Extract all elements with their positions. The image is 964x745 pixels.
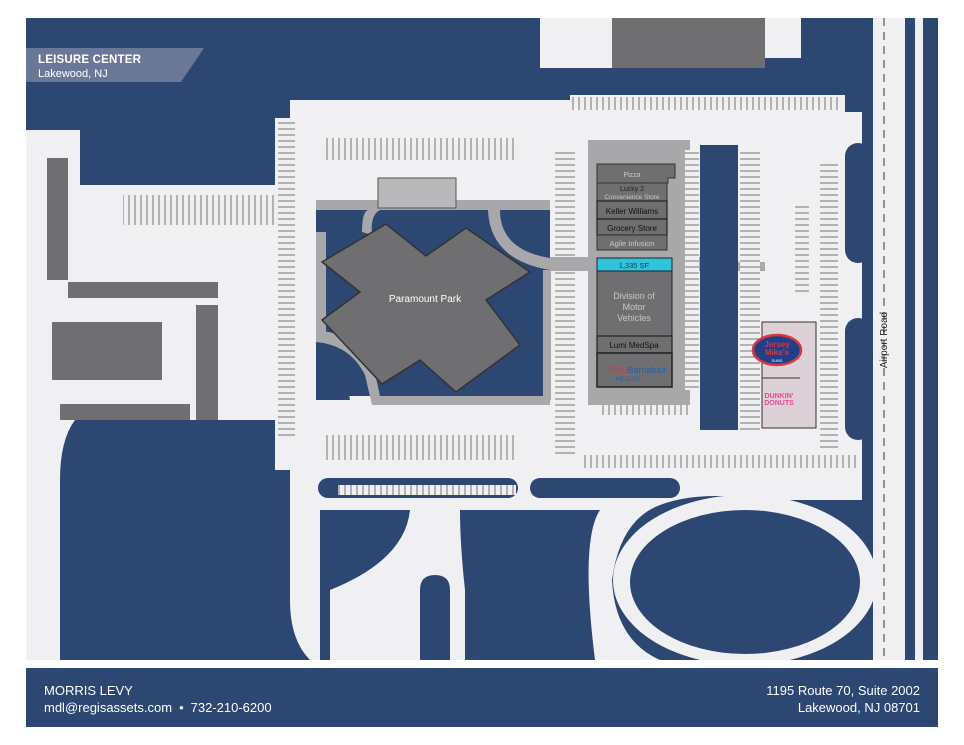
building <box>60 404 190 420</box>
svg-text:SUBS: SUBS <box>772 358 783 363</box>
store-label: Vehicles <box>617 313 651 323</box>
parking-row <box>325 435 515 460</box>
svg-text:DUNKIN': DUNKIN' <box>765 393 794 400</box>
parking-column <box>685 150 699 390</box>
walkway <box>543 270 551 400</box>
store-label: Lumi MedSpa <box>609 341 659 350</box>
dunkin-donuts-logo[interactable]: DUNKIN' DONUTS <box>764 393 794 407</box>
site-map: Paramount Park Pizza Lucky 2 Convenience… <box>26 18 938 660</box>
contact-line: mdl@regisassets.com • 732-210-6200 <box>44 700 272 715</box>
svg-text:DONUTS: DONUTS <box>764 400 794 407</box>
available-unit-label: 1,335 SF <box>619 261 650 270</box>
site-title: LEISURE CENTER <box>38 54 142 66</box>
navy-area <box>460 510 600 660</box>
address-line-1: 1195 Route 70, Suite 2002 <box>766 683 920 698</box>
left-road <box>26 420 75 660</box>
store-agile-infusion[interactable]: Agile Infusion <box>596 234 668 251</box>
parking-column <box>278 120 295 440</box>
contact-phone[interactable]: 732-210-6200 <box>190 700 272 715</box>
navy-area <box>70 425 275 660</box>
svg-text:Jersey: Jersey <box>764 340 790 349</box>
store-keller-williams[interactable]: Keller Williams <box>596 200 668 220</box>
rwj-logo-health: HEALTH <box>616 377 639 383</box>
available-unit[interactable]: 1,335 SF <box>596 257 673 272</box>
navy-island <box>530 478 680 498</box>
walkway <box>316 232 326 342</box>
contact-name: MORRIS LEVY <box>44 683 133 698</box>
store-label: Agile Infusion <box>609 239 654 248</box>
walkway <box>316 330 550 405</box>
address-line-2: Lakewood, NJ 08701 <box>797 700 920 715</box>
parking-column <box>740 150 760 430</box>
building <box>196 305 218 420</box>
road-median <box>905 18 915 660</box>
parking-column <box>820 160 838 450</box>
navy-island <box>316 365 350 400</box>
paramount-park-label: Paramount Park <box>389 294 462 305</box>
airport-road <box>873 18 905 660</box>
store-label: Motor <box>622 302 645 312</box>
airport-road-label: Airport Road <box>879 312 890 368</box>
store-label: Convenience Store <box>604 194 660 201</box>
paramount-park-building <box>320 223 532 393</box>
store-pizza[interactable]: Pizza <box>596 163 676 184</box>
store-label: Lucky 2 <box>620 186 644 193</box>
site-location: Lakewood, NJ <box>38 68 108 80</box>
building <box>68 282 218 298</box>
building <box>52 322 162 380</box>
parking-column <box>555 150 575 455</box>
store-label: Keller Williams <box>606 207 658 216</box>
svg-text:Mike's: Mike's <box>765 348 790 357</box>
store-rwj-barnabas[interactable]: RWJBarnabas HEALTH <box>596 352 673 388</box>
top-building <box>612 18 765 68</box>
parking-row <box>572 97 840 110</box>
jersey-mikes-logo[interactable]: Jersey Mike's SUBS <box>751 333 803 367</box>
navy-divider <box>700 145 738 430</box>
store-label: Grocery Store <box>607 224 657 233</box>
navy-island <box>845 318 871 440</box>
separator: • <box>179 700 184 715</box>
store-label: Division of <box>613 291 655 301</box>
navy-island <box>845 143 871 263</box>
parking-row <box>580 455 860 468</box>
top-lot-right <box>765 18 801 58</box>
store-lucky-2[interactable]: Lucky 2 Convenience Store <box>596 182 668 202</box>
title-banner <box>26 48 204 82</box>
road-shoulder <box>915 18 923 660</box>
parking-row <box>325 138 515 160</box>
store-grocery[interactable]: Grocery Store <box>596 218 668 236</box>
store-lumi-medspa[interactable]: Lumi MedSpa <box>596 335 673 354</box>
parking-row <box>123 195 275 225</box>
central-island <box>630 510 860 654</box>
parking-row <box>600 405 690 415</box>
store-dmv[interactable]: Division of Motor Vehicles <box>596 270 673 337</box>
navy-area <box>320 510 410 660</box>
rwj-logo: RWJBarnabas <box>608 365 666 375</box>
parking-row <box>338 485 516 495</box>
contact-email[interactable]: mdl@regisassets.com <box>44 700 173 715</box>
gray-building <box>377 177 457 209</box>
store-label: Pizza <box>623 172 640 179</box>
top-lot <box>540 18 612 68</box>
parking-column <box>795 205 809 295</box>
footer: MORRIS LEVY mdl@regisassets.com • 732-210-… <box>26 668 938 727</box>
walkway <box>316 200 550 270</box>
building <box>47 158 68 280</box>
